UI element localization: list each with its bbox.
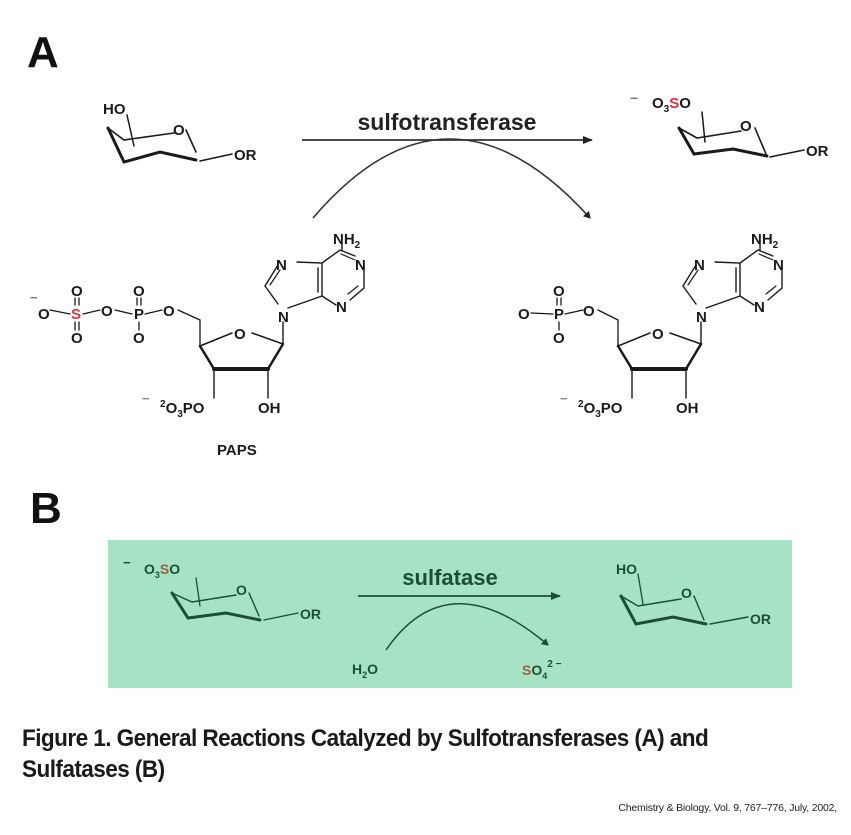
svg-text:O3SO: O3SO bbox=[144, 561, 180, 580]
paps-nh2-sub: 2 bbox=[355, 240, 361, 251]
pap-p-o-top: O bbox=[553, 283, 565, 300]
water-label: H2O bbox=[352, 661, 378, 680]
product-sulfur: S bbox=[669, 95, 679, 112]
product-b-ho: HO bbox=[616, 561, 637, 577]
pap-oh: OH bbox=[676, 400, 699, 417]
pap-nh2-sub: 2 bbox=[773, 240, 779, 251]
product-o3: O bbox=[652, 95, 664, 112]
paps-terminal-charge: − bbox=[30, 290, 38, 305]
cofactor-curved-arrow bbox=[312, 138, 591, 219]
figure-caption: Figure 1. General Reactions Catalyzed by… bbox=[22, 725, 709, 783]
substrate-ho-label: HO bbox=[103, 101, 126, 118]
pap-n1: N bbox=[773, 257, 784, 274]
pap-molecule: O P O O O O − 2O3PO OH N N N N NH2 bbox=[518, 231, 784, 420]
substrate-b-o3: O bbox=[144, 561, 155, 577]
substrate-ring-o: O bbox=[173, 122, 185, 139]
paps-bridge-o: O bbox=[101, 303, 113, 320]
product-subscript-3: 3 bbox=[664, 104, 670, 115]
product-charge: − bbox=[630, 90, 638, 106]
paps-name-label: PAPS bbox=[217, 442, 257, 459]
pap-phospho-sub3: 3 bbox=[595, 409, 601, 420]
sulfate-s: S bbox=[522, 662, 531, 678]
paps-furanose-o: O bbox=[234, 326, 246, 343]
desulfated-product: HO O OR bbox=[616, 561, 771, 627]
paps-nh2: NH bbox=[333, 231, 355, 248]
svg-text:NH2: NH2 bbox=[333, 231, 361, 251]
pap-phospho-sup: 2 bbox=[578, 399, 584, 410]
pap-phospho-o3: O bbox=[584, 400, 596, 417]
paps-sulfur: S bbox=[71, 306, 81, 323]
substrate-sugar: HO O OR bbox=[103, 101, 257, 164]
substrate-b-charge: − bbox=[123, 555, 131, 570]
panel-b-label: B bbox=[30, 484, 62, 533]
substrate-b-sulfur: S bbox=[160, 561, 169, 577]
pap-n3: N bbox=[754, 299, 765, 316]
pap-terminal-o: O bbox=[518, 306, 530, 323]
paps-p-o-bottom: O bbox=[133, 330, 145, 347]
pap-phospho-charge: − bbox=[560, 391, 568, 406]
panel-a-label: A bbox=[27, 28, 59, 77]
paps-s-o-top: O bbox=[71, 283, 83, 300]
paps-n1: N bbox=[355, 257, 366, 274]
svg-text:2O3PO: 2O3PO bbox=[578, 399, 623, 420]
paps-n9: N bbox=[278, 309, 289, 326]
paps-molecule: − O S O O O P O O O O − 2O3PO OH N N N N… bbox=[30, 231, 366, 459]
paps-phospho-sup: 2 bbox=[160, 399, 166, 410]
paps-terminal-o: O bbox=[38, 306, 50, 323]
paps-phospho-charge: − bbox=[142, 391, 150, 406]
substrate-b-ester-o: O bbox=[169, 561, 180, 577]
paps-phospho-sub3: 3 bbox=[177, 409, 183, 420]
product-or-label: OR bbox=[806, 143, 829, 160]
water-sub2: 2 bbox=[362, 670, 367, 680]
enzyme-label-sulfatase: sulfatase bbox=[402, 565, 497, 590]
pap-ester-o: O bbox=[583, 303, 595, 320]
substrate-b-or: OR bbox=[300, 606, 321, 622]
paps-p-o-top: O bbox=[133, 283, 145, 300]
water-curved-arrow bbox=[385, 603, 549, 651]
sulfate-o: O bbox=[531, 662, 542, 678]
substrate-b-ring-o: O bbox=[236, 582, 247, 598]
water-h: H bbox=[352, 661, 362, 677]
pap-p-o-bottom: O bbox=[553, 330, 565, 347]
svg-text:2O3PO: 2O3PO bbox=[160, 399, 205, 420]
sulfate-charge: 2 − bbox=[547, 659, 561, 670]
paps-n7: N bbox=[276, 257, 287, 274]
pap-furanose-o: O bbox=[652, 326, 664, 343]
substrate-or-label: OR bbox=[234, 147, 257, 164]
paps-phosphorus: P bbox=[134, 306, 144, 323]
paps-oh: OH bbox=[258, 400, 281, 417]
paps-ester-o: O bbox=[163, 303, 175, 320]
paps-n3: N bbox=[336, 299, 347, 316]
sulfate-label: SO42 − bbox=[522, 659, 562, 681]
paps-s-o-bottom: O bbox=[71, 330, 83, 347]
sulfate-sub4: 4 bbox=[542, 671, 547, 681]
product-ring-o: O bbox=[740, 118, 752, 135]
panel-b-scheme: − O3SO O OR sulfatase H2O SO42 − HO O OR bbox=[108, 540, 792, 688]
pap-n9: N bbox=[696, 309, 707, 326]
sulfatase-reaction-box: − O3SO O OR sulfatase H2O SO42 − HO O OR bbox=[108, 540, 792, 688]
svg-text:O3SO: O3SO bbox=[652, 95, 691, 115]
product-ester-o: O bbox=[679, 95, 691, 112]
paps-phospho-o3: O bbox=[166, 400, 178, 417]
water-o: O bbox=[367, 661, 378, 677]
panel-a-scheme: HO O OR sulfotransferase − O3SO O OR bbox=[30, 90, 829, 459]
product-b-or: OR bbox=[750, 611, 771, 627]
pap-n7: N bbox=[694, 257, 705, 274]
sulfated-substrate: − O3SO O OR bbox=[123, 555, 321, 622]
citation: Chemistry & Biology, Vol. 9, 767–776, Ju… bbox=[618, 802, 837, 814]
pap-phospho-po: PO bbox=[601, 400, 623, 417]
enzyme-label-sulfotransferase: sulfotransferase bbox=[358, 109, 537, 135]
product-b-ring-o: O bbox=[681, 585, 692, 601]
pap-nh2: NH bbox=[751, 231, 773, 248]
product-sulfated-sugar: − O3SO O OR bbox=[630, 90, 829, 160]
pap-phosphorus: P bbox=[554, 306, 564, 323]
svg-text:NH2: NH2 bbox=[751, 231, 779, 251]
substrate-b-sub3: 3 bbox=[155, 570, 160, 580]
paps-phospho-po: PO bbox=[183, 400, 205, 417]
